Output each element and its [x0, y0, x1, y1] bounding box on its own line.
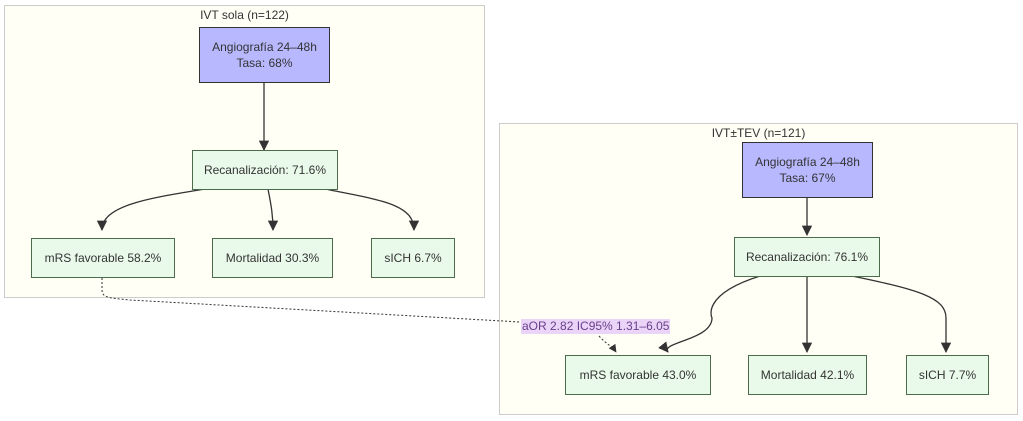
comparison-label: aOR 2.82 IC95% 1.31–6.05 — [521, 319, 671, 334]
mortality-label: Mortalidad 42.1% — [760, 368, 855, 382]
sich-node-right: sICH 7.7% — [906, 355, 989, 395]
mrs-node-left: mRS favorable 58.2% — [31, 238, 175, 278]
mrs-node-right: mRS favorable 43.0% — [565, 355, 711, 395]
angiography-rate: Tasa: 67% — [779, 171, 836, 185]
angiography-node-left: Angiografía 24–48h Tasa: 68% — [199, 27, 330, 83]
mrs-label: mRS favorable 43.0% — [579, 368, 697, 382]
edge-recan-mrs-right — [658, 275, 761, 353]
sich-node-left: sICH 6.7% — [371, 238, 455, 278]
angiography-line1: Angiografía 24–48h — [212, 40, 317, 54]
angiography-rate: Tasa: 68% — [236, 56, 293, 70]
angiography-node-right: Angiografía 24–48h Tasa: 67% — [742, 142, 873, 198]
recanalization-node-right: Recanalización: 76.1% — [734, 237, 880, 277]
recanalization-label: Recanalización: 71.6% — [203, 163, 327, 177]
edge-recan-sich-left — [324, 188, 420, 232]
edge-comparison — [101, 278, 521, 323]
cluster-title: IVT sola (n=122) — [200, 8, 289, 22]
sich-label: sICH 7.7% — [918, 368, 977, 382]
edge-recan-mort-left — [267, 188, 279, 232]
recanalization-node-left: Recanalización: 71.6% — [192, 150, 338, 190]
sich-label: sICH 6.7% — [384, 251, 442, 265]
edge-recan-mrs-left — [96, 188, 206, 232]
mortality-label: Mortalidad 30.3% — [225, 251, 320, 265]
mrs-label: mRS favorable 58.2% — [44, 251, 162, 265]
cluster-title: IVT±TEV (n=121) — [711, 126, 806, 140]
edge-recan-sich-right — [851, 275, 952, 354]
angiography-line1: Angiografía 24–48h — [755, 155, 860, 169]
mortality-node-right: Mortalidad 42.1% — [748, 355, 867, 395]
mortality-node-left: Mortalidad 30.3% — [212, 238, 333, 278]
edge-comparison-arrow — [598, 335, 617, 353]
recanalization-label: Recanalización: 76.1% — [745, 250, 869, 264]
